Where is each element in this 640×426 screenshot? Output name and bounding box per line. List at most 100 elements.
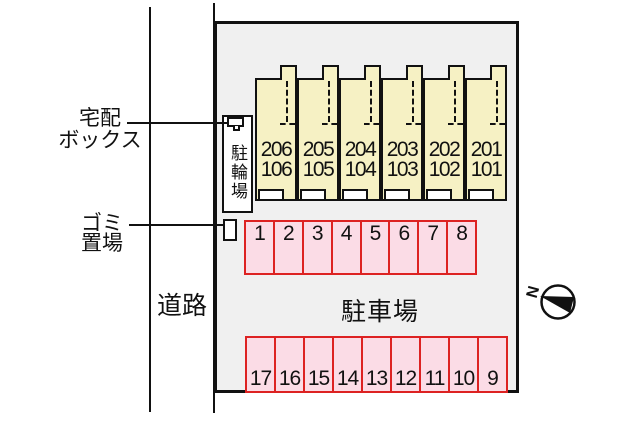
parking-space-11: 11 (421, 338, 450, 391)
unit-dashed-divider (370, 81, 372, 122)
parking-space-number: 9 (487, 367, 499, 390)
parking-space-number: 13 (365, 367, 388, 390)
unit-roof-tab (322, 65, 339, 80)
unit-roof-tab (448, 65, 465, 80)
parking-space-8: 8 (448, 222, 475, 273)
parking-space-number: 5 (369, 222, 382, 245)
unit-entrance-notch (468, 189, 494, 201)
parking-row-bottom: 17 16 15 14 13 12 11 10 9 (245, 336, 508, 393)
unit-dashed-divider (496, 81, 498, 122)
parking-space-number: 11 (424, 367, 446, 390)
delivery-box-label-line2: ボックス (58, 129, 142, 152)
unit-entrance-notch (384, 189, 410, 201)
unit-number-upper: 203 (386, 138, 419, 161)
unit-number-lower: 106 (260, 158, 293, 181)
unit-dashed-divider-end (406, 123, 421, 125)
parking-space-16: 16 (276, 338, 305, 391)
parking-space-12: 12 (392, 338, 421, 391)
parking-space-number: 14 (336, 367, 359, 390)
delivery-box-label: 宅配 ボックス (52, 108, 148, 152)
unit-number-lower: 101 (470, 158, 503, 181)
compass-north-icon: N (524, 284, 576, 320)
unit-number-upper: 201 (470, 138, 503, 161)
parking-space-number: 2 (282, 222, 295, 245)
delivery-box-slot-icon (233, 126, 240, 131)
unit-number-upper: 206 (260, 138, 293, 161)
parking-space-number: 4 (340, 222, 353, 245)
unit-number-lower: 105 (302, 158, 335, 181)
unit-roof-tab (490, 65, 507, 80)
parking-space-17: 17 (247, 338, 276, 391)
unit-dashed-divider-end (448, 123, 463, 125)
unit-number-lower: 102 (428, 158, 461, 181)
parking-space-number: 8 (456, 222, 468, 245)
unit-number-lower: 103 (386, 158, 419, 181)
parking-space-number: 1 (254, 222, 266, 245)
garbage-area-label-line1: ゴミ (81, 212, 123, 235)
unit-number-lower: 104 (344, 158, 377, 181)
unit-dashed-divider (454, 81, 456, 122)
unit-dashed-divider (328, 81, 330, 122)
unit-entrance-notch (258, 189, 284, 201)
parking-area-label: 駐車場 (340, 298, 419, 326)
parking-space-number: 16 (278, 367, 301, 390)
parking-space-14: 14 (334, 338, 363, 391)
parking-space-9: 9 (479, 338, 506, 391)
parking-space-6: 6 (390, 222, 420, 273)
parking-space-number: 17 (249, 367, 272, 390)
parking-space-10: 10 (450, 338, 479, 391)
parking-space-number: 15 (307, 367, 330, 390)
parking-space-number: 3 (311, 222, 324, 245)
garbage-area-leader-line (129, 224, 224, 226)
unit-roof-tab (406, 65, 423, 80)
unit-dashed-divider (412, 81, 414, 122)
parking-space-5: 5 (362, 222, 391, 273)
delivery-box-label-line1: 宅配 (79, 107, 121, 130)
unit-dashed-divider-end (490, 123, 505, 125)
unit-entrance-notch (426, 189, 452, 201)
road-edge-line-left (149, 7, 151, 412)
parking-space-number: 7 (427, 222, 439, 245)
unit-entrance-notch (300, 189, 326, 201)
garbage-area-label: ゴミ 置場 (62, 212, 142, 255)
parking-space-number: 6 (398, 222, 410, 245)
unit-number-upper: 204 (344, 138, 377, 161)
delivery-box-leader-line (127, 122, 229, 124)
parking-space-7: 7 (419, 222, 449, 273)
parking-space-number: 10 (452, 367, 475, 390)
parking-space-13: 13 (363, 338, 392, 391)
parking-space-1: 1 (246, 222, 275, 273)
parking-space-4: 4 (333, 222, 362, 273)
road-label: 道路 (156, 292, 207, 320)
garbage-area-box (223, 219, 237, 241)
unit-dashed-divider (286, 81, 288, 122)
unit-number-upper: 202 (428, 138, 461, 161)
unit-dashed-divider-end (280, 123, 295, 125)
garbage-area-label-line2: 置場 (81, 232, 123, 255)
unit-roof-tab (280, 65, 297, 80)
parking-space-2: 2 (275, 222, 304, 273)
bicycle-parking-label: 駐輪場 (228, 143, 247, 201)
unit-dashed-divider-end (364, 123, 379, 125)
unit-roof-tab (364, 65, 381, 80)
bicycle-parking-box (222, 115, 253, 213)
parking-space-15: 15 (305, 338, 334, 391)
unit-entrance-notch (342, 189, 368, 201)
parking-space-3: 3 (304, 222, 333, 273)
parking-space-number: 12 (394, 367, 417, 390)
property-boundary-line (213, 3, 215, 413)
unit-dashed-divider-end (322, 123, 337, 125)
